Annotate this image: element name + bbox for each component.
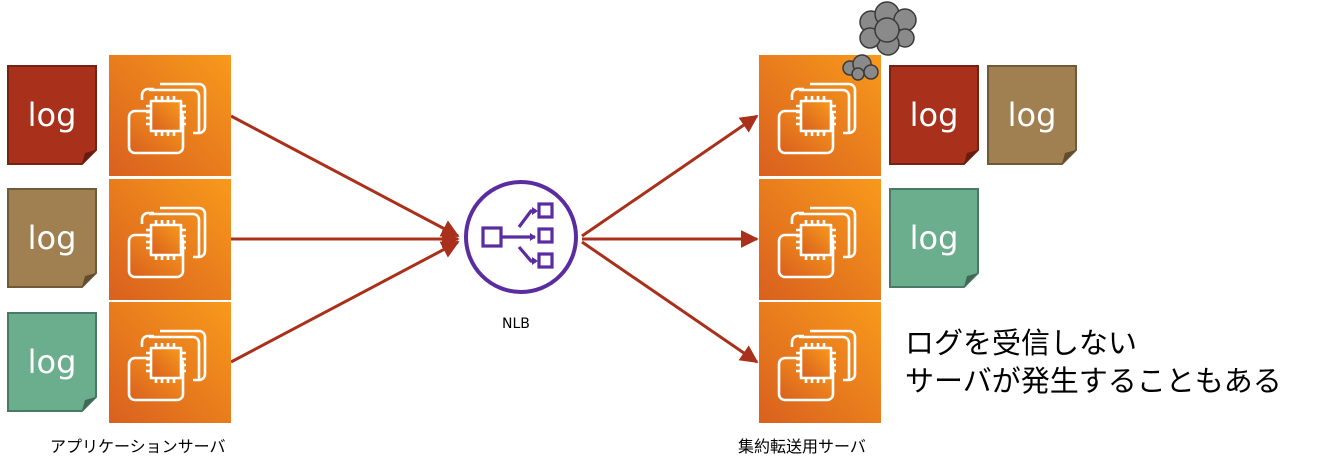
app-log-document-1: log bbox=[7, 65, 97, 165]
log-label: log bbox=[28, 96, 77, 134]
annotation-line-2: サーバが発生することもある bbox=[905, 364, 1282, 398]
app-log-document-2: log bbox=[7, 188, 97, 288]
log-label: log bbox=[910, 219, 959, 257]
arrow-app3-to-nlb bbox=[230, 240, 460, 364]
agg-log-document-row1-2: log bbox=[987, 65, 1077, 165]
annotation-line-1: ログを受信しない bbox=[905, 326, 1138, 360]
aggregation-servers-label: 集約転送用サーバ bbox=[738, 437, 866, 456]
agg-log-document-row1-1: log bbox=[889, 65, 979, 165]
nlb-label: NLB bbox=[502, 316, 530, 332]
log-documents: log log log log log log bbox=[7, 65, 1077, 412]
log-label: log bbox=[28, 343, 77, 381]
ec2-app-server-1-icon bbox=[109, 55, 231, 176]
ec2-agg-server-3-icon bbox=[759, 302, 881, 423]
log-label: log bbox=[1008, 96, 1057, 134]
app-servers-label: アプリケーションサーバ bbox=[50, 437, 226, 456]
arrows bbox=[230, 114, 759, 364]
arrow-nlb-to-agg3 bbox=[581, 240, 759, 364]
log-label: log bbox=[28, 219, 77, 257]
app-log-document-3: log bbox=[7, 312, 97, 412]
arrow-nlb-to-agg1 bbox=[581, 114, 759, 238]
agg-log-document-row2-1: log bbox=[889, 188, 979, 288]
annotation-text: ログを受信しない サーバが発生することもある bbox=[905, 324, 1282, 400]
smoke-icon bbox=[842, 1, 917, 81]
arrow-app1-to-nlb bbox=[230, 114, 460, 238]
ec2-app-server-3-icon bbox=[109, 302, 231, 423]
ec2-app-server-2-icon bbox=[109, 179, 231, 300]
ec2-agg-server-2-icon bbox=[759, 179, 881, 300]
log-label: log bbox=[910, 96, 959, 134]
nlb-icon bbox=[464, 180, 578, 294]
